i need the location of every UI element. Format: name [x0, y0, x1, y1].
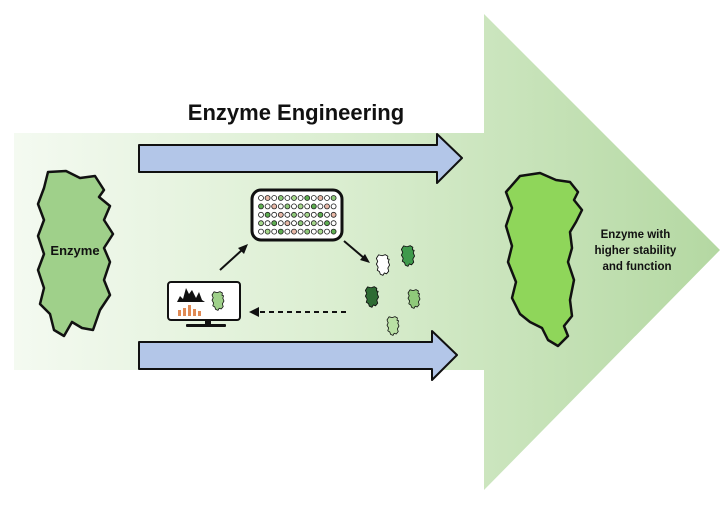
screening-plate [250, 188, 344, 242]
computer-to-plate-arrow [219, 249, 243, 271]
output-enzyme-shape [504, 171, 584, 348]
plate-well [258, 228, 264, 235]
diagram-title: Enzyme Engineering [188, 100, 404, 125]
plate-to-variants-arrow [343, 240, 365, 259]
orange-bar-2 [183, 308, 186, 316]
plate-well [317, 195, 324, 201]
plate-well [271, 211, 278, 218]
plate-well [310, 195, 317, 201]
orange-bar-3 [188, 305, 191, 316]
output-enzyme-label: Enzyme with higher stability and functio… [595, 229, 680, 273]
plate-well [330, 195, 337, 201]
plate-well [330, 203, 337, 210]
plate-well [304, 220, 311, 227]
plate-well [264, 195, 271, 201]
plate-well [264, 211, 271, 218]
plate-well [258, 211, 264, 218]
plate-wells [258, 195, 337, 235]
plate-well [264, 203, 271, 210]
plate-well [304, 211, 311, 218]
plate-well [317, 220, 324, 227]
plate-well [324, 195, 330, 201]
output-label-line-2: higher stability [595, 245, 677, 257]
computer-icon [167, 281, 241, 327]
plate-well [310, 211, 317, 218]
plate-well [277, 228, 284, 235]
plate-well [271, 228, 278, 235]
chart-silhouette [177, 288, 205, 302]
plate-well [284, 195, 291, 201]
plate-well [317, 203, 324, 210]
output-label-line-3: and function [603, 261, 672, 273]
variants-to-computer-arrowhead [249, 307, 259, 317]
plate-well [310, 228, 317, 235]
plate-well [310, 203, 317, 210]
plate-well [291, 220, 297, 227]
plate-well [330, 220, 337, 227]
plate-well [297, 211, 304, 218]
plate-well [297, 203, 304, 210]
plate-well [291, 228, 297, 235]
plate-well [304, 195, 311, 201]
plate-well [291, 195, 297, 201]
input-enzyme-label: Enzyme [50, 243, 99, 258]
plate-well [277, 195, 284, 201]
computer-stand [186, 324, 226, 327]
plate-well [291, 203, 297, 210]
plate-well [271, 203, 278, 210]
plate-well [317, 228, 324, 235]
plate-well [258, 220, 264, 227]
orange-bar-1 [178, 310, 181, 316]
plate-well [264, 228, 271, 235]
plate-well [258, 195, 264, 201]
plate-well [284, 211, 291, 218]
bottom-blue-arrow [138, 330, 458, 381]
output-label-line-1: Enzyme with [601, 229, 671, 241]
plate-well [317, 211, 324, 218]
plate-well [277, 220, 284, 227]
computer-to-plate-arrowhead [238, 244, 248, 254]
orange-bar-5 [198, 311, 201, 316]
plate-well [258, 203, 264, 210]
input-enzyme-shape [36, 169, 115, 338]
plate-well [304, 203, 311, 210]
big-process-arrow [14, 14, 720, 490]
plate-well [291, 211, 297, 218]
plate-well [324, 220, 330, 227]
plate-well [271, 220, 278, 227]
plate-to-variants-arrowhead [360, 254, 370, 263]
plate-well [277, 203, 284, 210]
plate-well [284, 228, 291, 235]
plate-well [310, 220, 317, 227]
plate-well [297, 228, 304, 235]
plate-well [297, 220, 304, 227]
plate-well [324, 211, 330, 218]
plate-well [297, 195, 304, 201]
plate-well [330, 228, 337, 235]
plate-well [324, 203, 330, 210]
plate-well [284, 220, 291, 227]
plate-well [271, 195, 278, 201]
plate-well [330, 211, 337, 218]
top-blue-arrow [138, 133, 463, 184]
plate-well [264, 220, 271, 227]
plate-well [284, 203, 291, 210]
plate-well [304, 228, 311, 235]
plate-well [324, 228, 330, 235]
orange-bar-4 [193, 309, 196, 316]
plate-well [277, 211, 284, 218]
